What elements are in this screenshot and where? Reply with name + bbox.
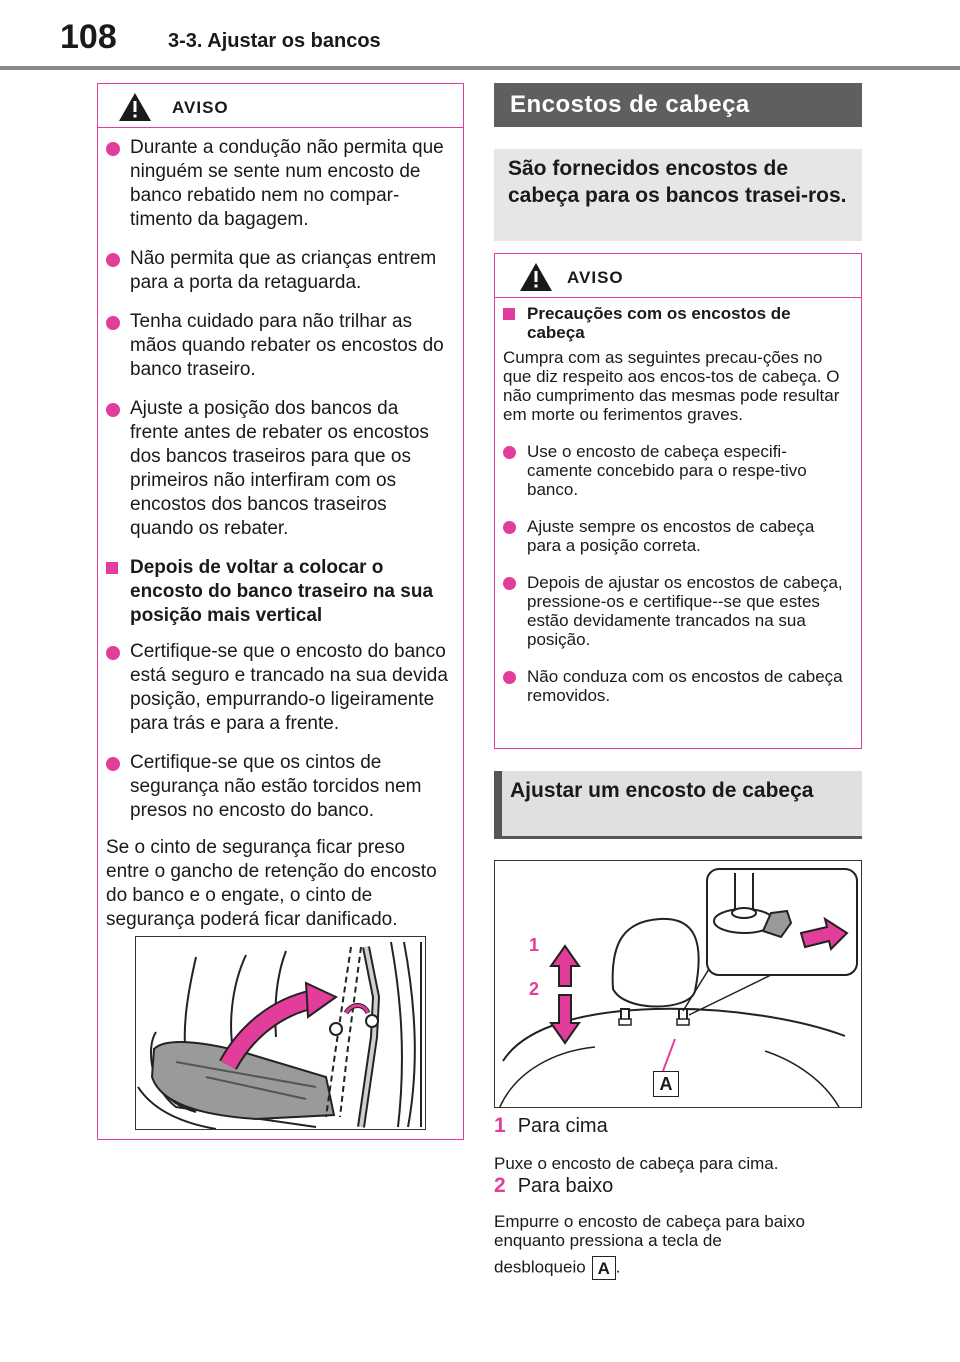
figure-label-down: 2 <box>529 979 540 999</box>
bullet-icon <box>503 671 516 684</box>
list-item: Certifique-se que o encosto do banco est… <box>106 640 451 736</box>
headrests-banner: Encostos de cabeça <box>494 83 862 127</box>
list-item: Certifique-se que os cintos de segurança… <box>106 751 451 823</box>
warning-header: AVISO <box>98 84 463 128</box>
warning-header: AVISO <box>495 254 861 298</box>
warning-paragraph: Se o cinto de segurança ficar preso entr… <box>106 837 437 930</box>
list-item: Durante a condução não permita que ningu… <box>106 136 451 232</box>
figure-label-key: A <box>653 1071 679 1097</box>
list-item: Ajuste sempre os encostos de cabeça para… <box>503 517 849 555</box>
step-2-description: Empurre o encosto de cabeça para baixo e… <box>494 1212 805 1280</box>
bullet-icon <box>106 253 120 267</box>
list-item: Ajuste a posição dos bancos da frente an… <box>106 397 451 541</box>
list-item: Depois de ajustar os encostos de cabeça,… <box>503 573 849 649</box>
bullet-icon <box>503 521 516 534</box>
bullet-icon <box>106 403 120 417</box>
step-1: 1 Para cima <box>494 1114 608 1138</box>
step-1-description: Puxe o encosto de cabeça para cima. <box>494 1154 779 1173</box>
headrest-drawing <box>499 868 858 1107</box>
bullet-icon <box>503 577 516 590</box>
warning-body: Precauções com os encostos de cabeça Cum… <box>495 298 861 705</box>
warning-triangle-icon <box>119 93 151 121</box>
step-number: 2 <box>494 1174 506 1197</box>
list-item: Tenha cuidado para não trilhar as mãos q… <box>106 310 451 382</box>
page-number: 108 <box>60 18 117 56</box>
step-title: Para cima <box>517 1115 608 1137</box>
warning-box-right: AVISO Precauções com os encostos de cabe… <box>494 253 862 749</box>
warning-body: Durante a condução não permita que ningu… <box>98 128 463 932</box>
warning-box-left: AVISO Durante a condução não permita que… <box>97 83 464 1140</box>
warning-title: AVISO <box>172 98 229 117</box>
bullet-icon <box>106 646 120 660</box>
list-item: Não conduza com os encostos de cabeça re… <box>503 667 849 705</box>
bullet-icon <box>106 316 120 330</box>
step-title: Para baixo <box>517 1175 614 1197</box>
bullet-icon <box>106 757 120 771</box>
adjust-heading: Ajustar um encosto de cabeça <box>494 771 862 839</box>
subheading: Depois de voltar a colocar o encosto do … <box>106 556 451 628</box>
bullet-icon <box>106 142 120 156</box>
subheading: Precauções com os encostos de cabeça <box>503 304 849 342</box>
square-bullet-icon <box>503 308 515 320</box>
key-a-label: A <box>591 1256 616 1280</box>
step-2: 2 Para baixo <box>494 1174 613 1198</box>
warning-title: AVISO <box>567 268 624 287</box>
list-item: Use o encosto de cabeça especifi-camente… <box>503 442 849 499</box>
step-number: 1 <box>494 1114 506 1137</box>
headrest-illustration: 1 2 A <box>494 860 862 1108</box>
square-bullet-icon <box>106 562 118 574</box>
figure-label-up: 1 <box>529 935 540 955</box>
bullet-icon <box>503 446 516 459</box>
seat-fold-illustration <box>135 936 426 1130</box>
list-item: Não permita que as crianças entrem para … <box>106 247 451 295</box>
section-title: 3-3. Ajustar os bancos <box>168 30 381 52</box>
header-rule <box>0 66 960 70</box>
warning-paragraph: Cumpra com as seguintes precau-ções no q… <box>503 348 840 424</box>
headrests-intro: São fornecidos encostos de cabeça para o… <box>494 149 862 241</box>
warning-triangle-icon <box>520 263 552 291</box>
seat-fold-drawing <box>137 941 422 1129</box>
